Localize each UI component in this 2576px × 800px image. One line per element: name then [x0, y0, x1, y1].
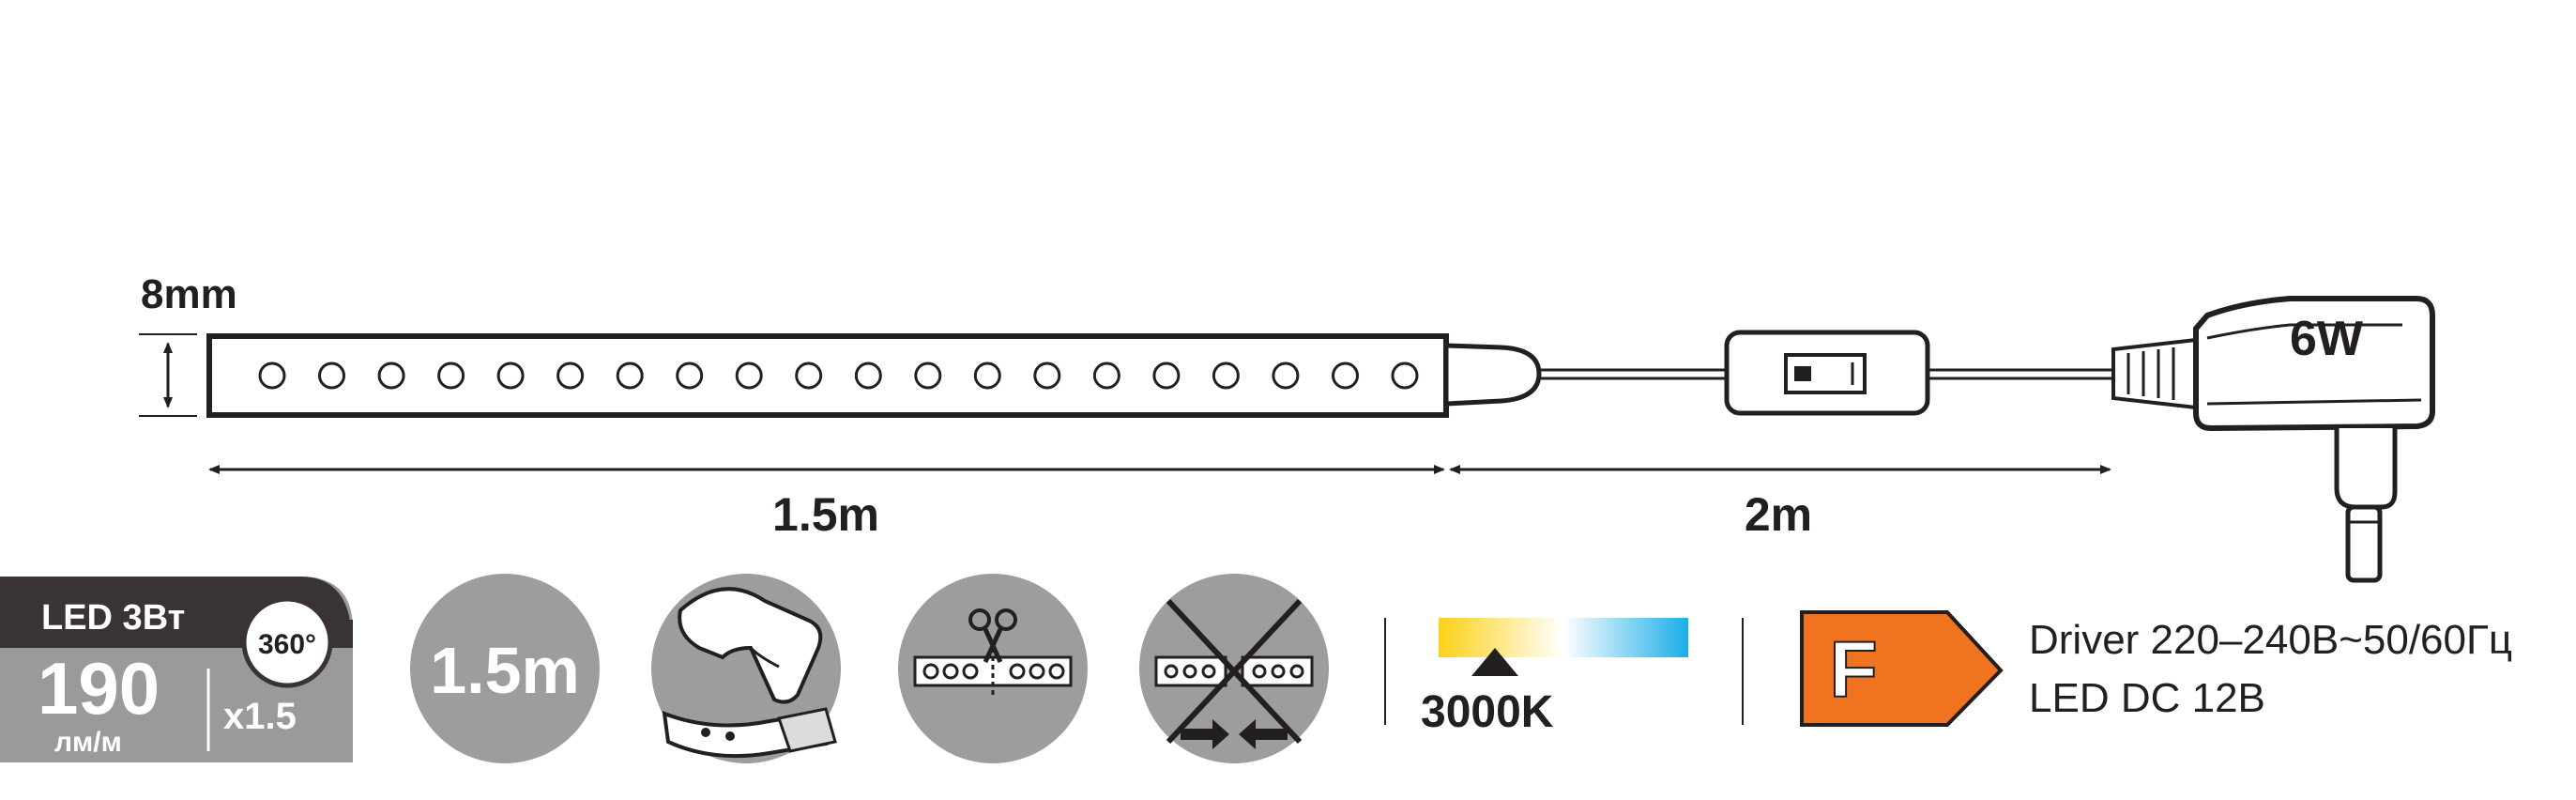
color-temperature: 3000K: [1384, 618, 1744, 737]
cable-length-label: 2m: [1745, 488, 1812, 541]
energy-class-letter: F: [1829, 625, 1877, 714]
peel-and-stick-icon: [651, 574, 841, 763]
inline-switch: [1724, 330, 1930, 416]
led-dot: [616, 362, 644, 390]
multiplier-label: x1.5: [223, 696, 297, 737]
energy-class-label: F: [1800, 610, 2004, 727]
led-dot: [258, 362, 286, 390]
length-icon-label: 1.5m: [430, 634, 580, 707]
driver-line-1: Driver 220–240В~50/60Гц: [2029, 617, 2512, 663]
led-dot: [377, 362, 405, 390]
led-strip: [206, 333, 1542, 418]
strip-length-dimension: 1.5m: [208, 465, 1445, 541]
adapter-power-label: 6W: [2290, 312, 2364, 366]
power-adapter: 6W: [2111, 296, 2435, 583]
driver-info: Driver 220–240В~50/60Гц LED DC 12В: [2029, 617, 2512, 721]
led-dot: [556, 362, 585, 390]
spec-badge: LED 3Вт 360° 190 лм/м x1.5: [0, 577, 353, 762]
driver-line-2: LED DC 12В: [2029, 675, 2265, 721]
led-dots: [258, 362, 1419, 390]
led-dot: [496, 362, 525, 390]
led-dot: [1092, 362, 1120, 390]
led-dot: [1152, 362, 1181, 390]
led-dot: [795, 362, 823, 390]
angle-circle: [241, 596, 333, 688]
led-dot: [1033, 362, 1061, 390]
height-label: 8mm: [141, 271, 237, 317]
color-temperature-marker: [1471, 648, 1518, 676]
led-dot: [735, 362, 763, 390]
height-dimension: 8mm: [139, 271, 237, 417]
lumen-value: 190: [38, 647, 160, 730]
badge-top-label: LED 3Вт: [41, 598, 185, 638]
led-dot: [318, 362, 345, 390]
power-cable: [1539, 368, 2113, 380]
led-dot: [1332, 362, 1359, 390]
led-dot: [973, 362, 1001, 390]
led-dot: [1272, 362, 1300, 390]
length-icon: 1.5m: [410, 574, 600, 763]
color-temperature-label: 3000K: [1421, 687, 1554, 737]
led-dot: [854, 362, 882, 390]
cable-length-dimension: 2m: [1449, 465, 2111, 541]
led-dot: [914, 362, 942, 390]
strip-length-label: 1.5m: [772, 488, 879, 541]
led-dot: [676, 362, 704, 390]
cut-line-icon: [898, 574, 1088, 763]
no-joining-icon: [1139, 574, 1329, 763]
angle-label: 360°: [258, 629, 316, 660]
led-dot: [1391, 362, 1419, 390]
color-temperature-gradient: [1439, 618, 1688, 657]
led-dot: [437, 362, 465, 390]
led-dot: [1212, 362, 1240, 390]
lumen-unit: лм/м: [54, 727, 122, 758]
